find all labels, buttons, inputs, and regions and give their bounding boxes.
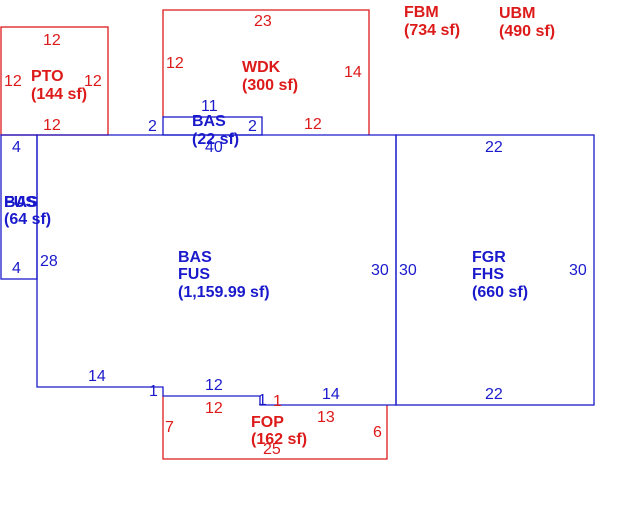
dim-main-step2: 1 [258,392,267,409]
dim-bas-small-top: 11 [201,98,218,115]
dim-main-step1: 1 [149,383,158,400]
dim-pto-bottom: 12 [43,117,61,134]
bas-small-area: (22 sf) [192,131,239,148]
garage-code2: FHS [472,266,504,283]
bas-small-code: BAS [192,113,226,130]
fop-area: (162 sf) [251,431,307,448]
bas-left-code: BAS [4,194,38,211]
bas-main-area: (1,159.99 sf) [178,284,270,301]
dim-pto-top: 12 [43,32,61,49]
dim-garage-right: 30 [569,262,587,279]
dim-main-top: 40 [205,139,223,156]
wdk-outline [162,9,370,135]
pto-area: (144 sf) [31,86,87,103]
ubm-code: UBM [499,5,535,22]
dim-fop-right: 6 [373,424,382,441]
wdk-area: (300 sf) [242,77,298,94]
dim-fop-bottom: 25 [263,441,281,458]
dim-bas-left-top: 4 [12,139,21,156]
wdk-code: WDK [242,59,281,76]
dim-pto-left: 12 [4,73,22,90]
dim-bas-left-bottom: 4 [12,260,21,277]
dim-main-left: 28 [40,253,58,270]
dim-garage-top: 22 [485,139,503,156]
dim-fop-step: 1 [273,393,282,410]
dim-main-bottom-right: 14 [322,386,340,403]
garage-area: (660 sf) [472,284,528,301]
dim-fop-top-left: 12 [205,400,223,417]
bas-left-code-overlap: FUS [4,194,36,211]
garage-code1: FGR [472,249,506,266]
fop-code: FOP [251,414,284,431]
ubm-area: (490 sf) [499,23,555,40]
fbm-area: (734 sf) [404,22,460,39]
dim-main-bottom-left: 14 [88,368,106,385]
bas-main-code1: BAS [178,249,212,266]
dim-fop-left: 7 [165,419,174,436]
dim-bas-small-right: 2 [248,118,257,135]
dim-fop-top-right: 13 [317,409,335,426]
dim-wdk-right: 14 [344,64,362,81]
dim-main-bottom-mid: 12 [205,377,223,394]
pto-code: PTO [31,68,64,85]
dim-main-right: 30 [371,262,389,279]
dim-wdk-left: 12 [166,55,184,72]
dim-garage-left: 30 [399,262,417,279]
dim-bas-small-left: 2 [148,118,157,135]
garage-outline [395,134,595,406]
fbm-code: FBM [404,4,439,21]
dim-wdk-bottom-right: 12 [304,116,322,133]
dim-wdk-top: 23 [254,13,272,30]
bas-left-area: (64 sf) [4,211,51,228]
bas-main-code2: FUS [178,266,210,283]
bas-main-outline [36,134,397,406]
bas-left-outline [0,134,38,280]
dim-garage-bottom: 22 [485,386,503,403]
dim-pto-right: 12 [84,73,102,90]
fop-outline [162,396,388,460]
